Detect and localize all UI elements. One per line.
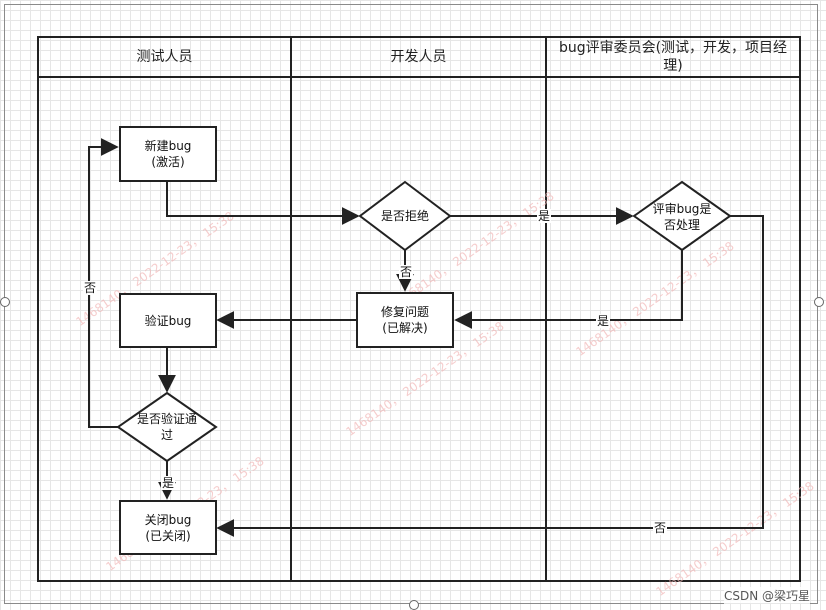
edge-label-yes: 是 <box>596 314 611 328</box>
node-fix-issue[interactable]: 修复问题 (已解决) <box>356 292 454 348</box>
lane-title-review-board: bug评审委员会(测试，开发，项目经理) <box>547 38 799 78</box>
lane-title-tester: 测试人员 <box>39 38 290 78</box>
edge-label-no: 否 <box>399 265 414 279</box>
credit-text: CSDN @梁巧星 <box>723 587 810 604</box>
node-close-bug[interactable]: 关闭bug (已关闭) <box>119 500 217 555</box>
edge-label-yes: 是 <box>161 476 176 490</box>
selection-handle-left[interactable] <box>0 297 10 307</box>
edge-review-yes-to-fix <box>454 250 683 329</box>
edge-review-no-to-close <box>216 215 764 537</box>
lane-title-developer: 开发人员 <box>292 38 545 78</box>
node-review-decision[interactable]: 评审bug是 否处理 <box>652 202 712 232</box>
edge-new-to-reject <box>166 182 360 225</box>
node-verify-decision[interactable]: 是否验证通 过 <box>136 412 197 442</box>
node-verify-bug[interactable]: 验证bug <box>119 293 217 348</box>
edge-label-no: 否 <box>83 281 98 295</box>
edge-label-no: 否 <box>653 521 668 535</box>
lane-review-board: bug评审委员会(测试，开发，项目经理) <box>545 36 801 582</box>
selection-handle-right[interactable] <box>814 297 824 307</box>
node-reject-decision[interactable]: 是否拒绝 <box>380 209 429 223</box>
edge-label-yes: 是 <box>537 209 552 223</box>
node-new-bug[interactable]: 新建bug (激活) <box>119 126 217 182</box>
